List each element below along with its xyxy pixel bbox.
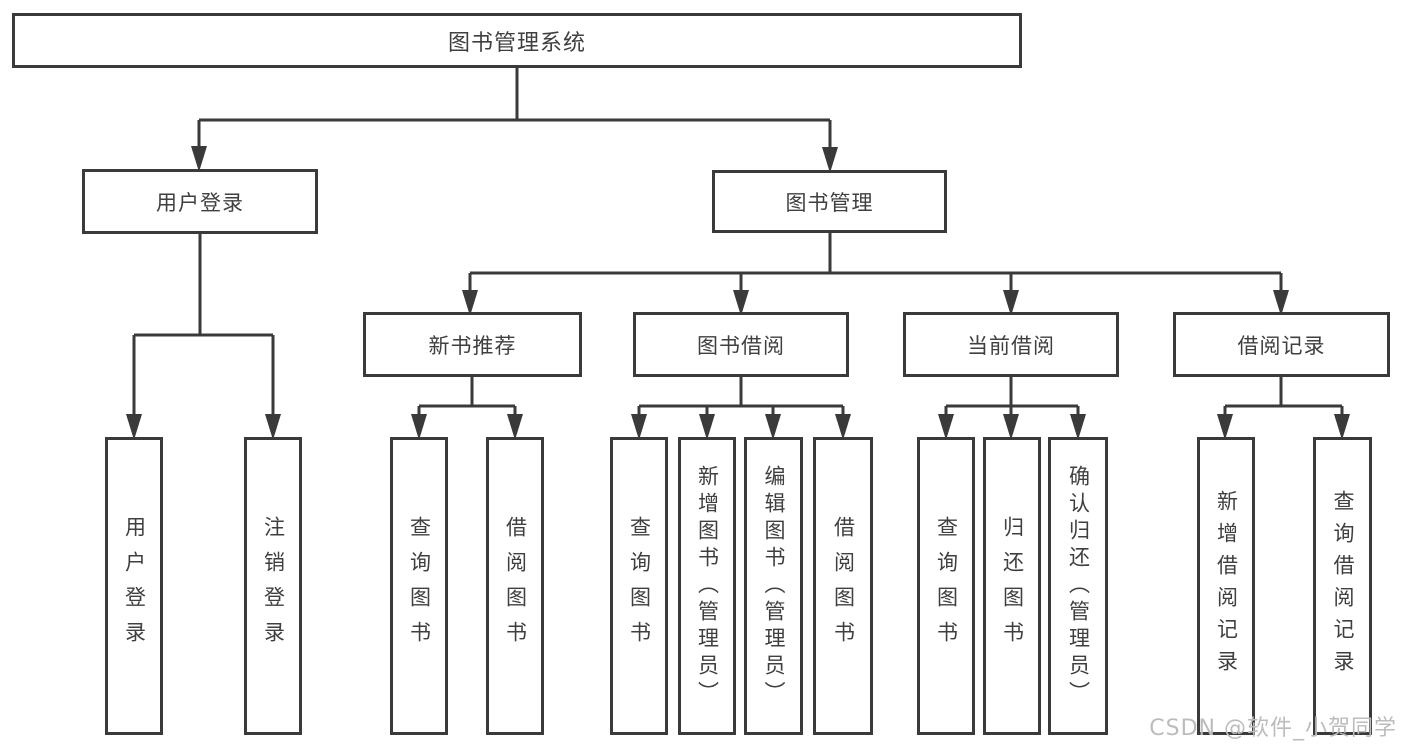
leaf-label: 借阅图书: [831, 516, 856, 656]
leaf-label: 归还图书: [1000, 516, 1025, 656]
node-leaf-query-books-recommend: 查询图书: [390, 437, 448, 735]
node-leaf-add-borrow-record: 新增借阅记录: [1197, 437, 1255, 735]
leaf-label: 用户登录: [122, 516, 147, 656]
leaf-label: 查询图书: [627, 516, 652, 656]
leaf-label: 查询图书: [934, 516, 959, 656]
node-leaf-confirm-return-admin: 确认归还（管理员）: [1048, 437, 1108, 735]
leaf-label: 查询图书: [407, 516, 432, 656]
leaf-label: 新增图书（管理员）: [695, 464, 720, 708]
node-leaf-query-borrow-record: 查询借阅记录: [1313, 437, 1372, 735]
node-leaf-logout: 注销登录: [244, 437, 302, 735]
node-book-borrowing: 图书借阅: [633, 312, 849, 377]
node-leaf-borrow-books-recommend: 借阅图书: [486, 437, 544, 735]
node-leaf-user-login: 用户登录: [105, 437, 163, 735]
node-leaf-edit-book-admin: 编辑图书（管理员）: [744, 437, 803, 735]
node-user-login: 用户登录: [82, 169, 318, 234]
node-new-book-recommend: 新书推荐: [363, 312, 582, 377]
node-leaf-borrow-books-borrowing: 借阅图书: [813, 437, 873, 735]
leaf-label: 编辑图书（管理员）: [762, 464, 786, 708]
node-leaf-query-books-borrowing: 查询图书: [610, 437, 668, 735]
leaf-label: 借阅图书: [503, 516, 528, 656]
node-leaf-query-books-current: 查询图书: [917, 437, 975, 735]
node-book-management: 图书管理: [712, 170, 947, 233]
leaf-label: 查询借阅记录: [1331, 490, 1355, 682]
node-root-system: 图书管理系统: [12, 13, 1022, 68]
node-leaf-return-book: 归还图书: [983, 437, 1041, 735]
arrowheads: [126, 146, 1350, 440]
leaf-label: 确认归还（管理员）: [1066, 464, 1091, 708]
node-leaf-add-book-admin: 新增图书（管理员）: [678, 437, 736, 735]
leaf-label: 注销登录: [261, 516, 286, 656]
node-current-borrowing: 当前借阅: [903, 312, 1119, 377]
node-borrowing-records: 借阅记录: [1173, 312, 1390, 377]
leaf-label: 新增借阅记录: [1214, 490, 1239, 682]
